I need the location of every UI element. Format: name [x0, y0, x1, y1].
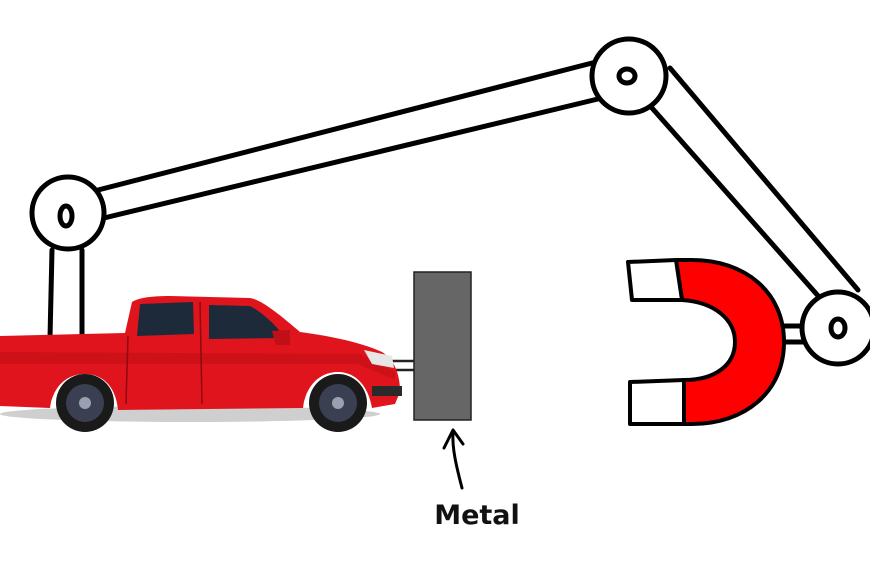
magnet-top-pole	[626, 258, 684, 302]
lower-arm-beam	[649, 65, 861, 301]
metal-block	[413, 271, 472, 421]
rear-wheel	[56, 374, 114, 432]
horseshoe-magnet-icon	[626, 258, 786, 426]
pickup-truck-icon	[0, 296, 402, 432]
top-joint	[589, 36, 669, 116]
right-joint	[799, 289, 870, 367]
metal-label: Metal	[434, 500, 520, 531]
left-joint	[29, 174, 107, 252]
left-support-post	[47, 247, 85, 341]
magnet-bottom-pole	[628, 378, 686, 426]
front-wheel	[309, 374, 367, 432]
magnet-red-arc	[674, 258, 786, 426]
arrow-up-icon	[442, 428, 465, 490]
upper-arm-beam	[95, 59, 605, 221]
